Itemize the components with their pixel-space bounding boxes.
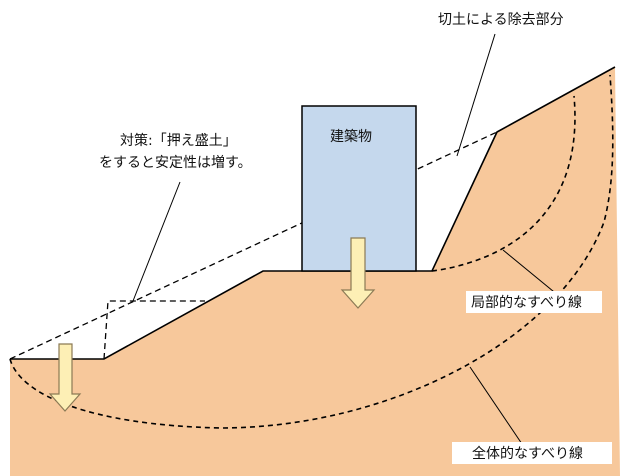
countermeasure-label-line1: 対策:「押え盛土」 [120, 132, 237, 149]
cut-removal-label: 切土による除去部分 [438, 12, 564, 28]
leader-line-cut-removal [456, 33, 496, 157]
local-slip-label: 局部的なすべり線 [471, 295, 582, 311]
load-arrow-building [340, 237, 376, 309]
load-arrow-toe [48, 343, 82, 412]
counterweight-fill-dashed-line [103, 300, 205, 360]
leader-line-countermeasure [132, 181, 181, 302]
leader-line-local-slip [502, 249, 560, 297]
local-slip-line [431, 95, 576, 272]
local-slip-label-bg [466, 291, 602, 313]
global-slip-label-bg [452, 442, 612, 464]
countermeasure-label-line2: をすると安定性は増す。 [99, 155, 252, 171]
building-label: 建築物 [330, 129, 372, 145]
leader-line-global-slip [469, 366, 523, 445]
global-slip-label: 全体的なすべり線 [472, 445, 583, 462]
